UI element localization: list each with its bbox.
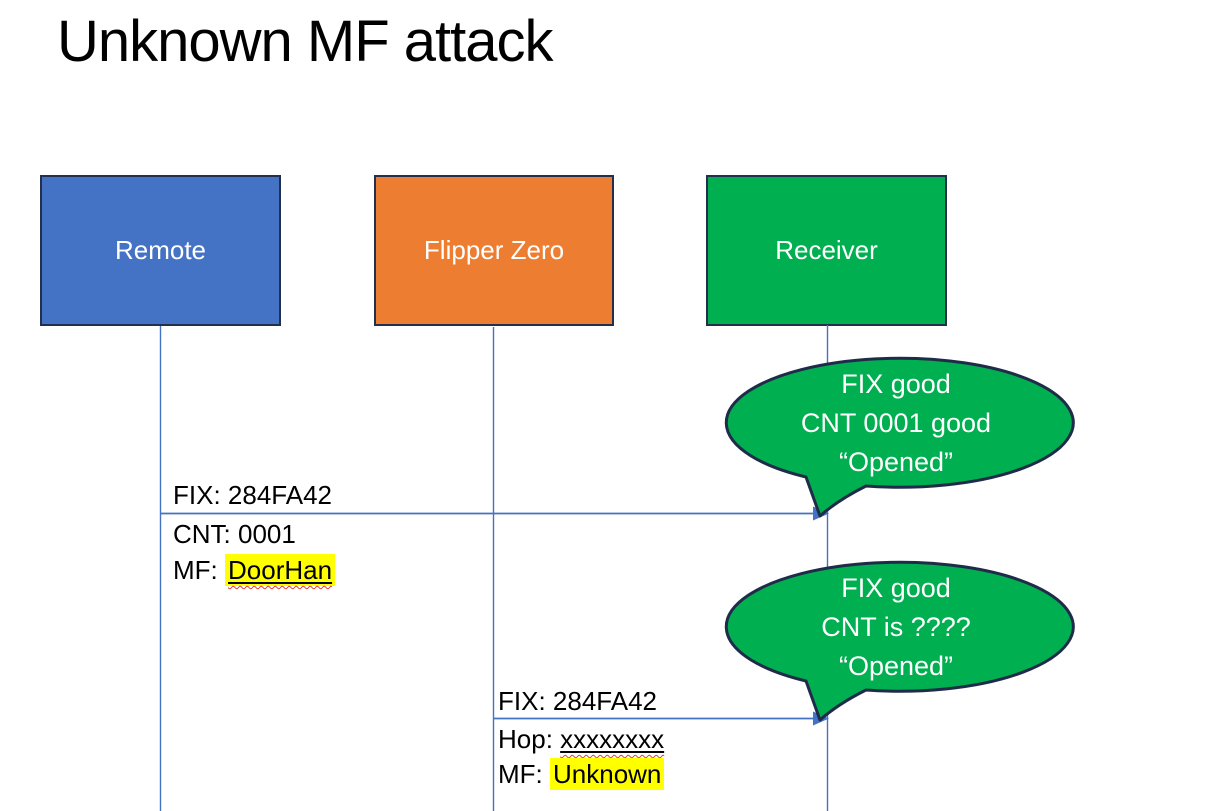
message-1-mf-prefix: MF: [173,555,225,585]
message-2-fix-label: FIX: 284FA42 [498,686,657,716]
message-2-mf-prefix: MF: [498,759,550,789]
message-2-hop-prefix: Hop: [498,724,561,754]
message-2-hop-label: Hop: xxxxxxxx [498,722,664,756]
actor-box-flipper-zero: Flipper Zero [374,175,614,326]
receiver-callout-1-bubble [724,356,1075,518]
callout-1-line-3: “Opened” [838,446,954,477]
message-2-mf-label: MF: Unknown [498,757,665,791]
actor-box-receiver: Receiver [706,175,947,326]
actor-label-remote: Remote [114,235,207,265]
callout-2-line-1: FIX good [841,572,951,603]
actor-box-remote: Remote [40,175,281,326]
message-1-cnt-label: CNT: 0001 [173,519,296,549]
receiver-callout-2-bubble [724,560,1075,722]
callout-2-line-3: “Opened” [838,650,954,681]
callout-1-line-1: FIX good [841,368,951,399]
message-1-mf-label: MF: DoorHan [173,553,336,587]
slide-title: Unknown MF attack [57,9,554,74]
callout-1-line-2: CNT 0001 good [800,407,992,438]
callout-2-line-2: CNT is ???? [821,611,971,642]
message-2-mf-value-highlighted: Unknown [550,758,665,790]
receiver-callout-2-text: FIX good CNT is ???? “Opened” [731,566,1061,688]
actor-label-receiver: Receiver [775,235,878,265]
message-1-fix-label: FIX: 284FA42 [173,480,332,510]
message-1-mf-value-highlighted: DoorHan [225,554,336,586]
actor-label-flipper-zero: Flipper Zero [423,235,565,265]
message-2-hop-value: xxxxxxxx [560,724,665,754]
receiver-callout-1-text: FIX good CNT 0001 good “Opened” [731,362,1061,484]
